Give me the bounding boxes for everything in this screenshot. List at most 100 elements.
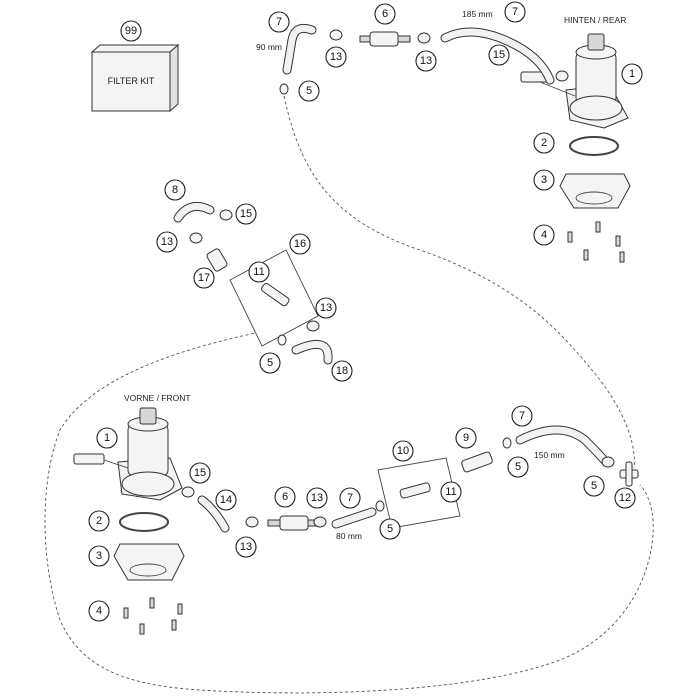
callout-5-bottom-text: 5 [387, 523, 393, 535]
callout-7-right: 7 [511, 405, 533, 427]
callout-17: 17 [193, 267, 215, 289]
callout-15-mid-text: 15 [240, 208, 252, 220]
clamp-13-mid [189, 232, 203, 244]
clamp-13-low [306, 320, 320, 332]
callout-14-text: 14 [220, 494, 232, 506]
front-o-ring [119, 512, 169, 532]
rear-fuel-pump [520, 33, 629, 129]
callout-2-rear-text: 2 [541, 137, 547, 149]
callout-8: 8 [164, 179, 186, 201]
clamp-15-mid [219, 209, 233, 221]
callout-7-bottom: 7 [339, 487, 361, 509]
filter-kit-box: FILTER KIT [90, 43, 180, 113]
rear-screws [567, 221, 625, 263]
callout-13-top-b-text: 13 [420, 55, 432, 67]
callout-4-front: 4 [88, 600, 110, 622]
callout-13-mid-text: 13 [161, 236, 173, 248]
callout-13-mid: 13 [156, 231, 178, 253]
rear-o-ring [569, 136, 619, 156]
callout-13-bottom-a: 13 [235, 536, 257, 558]
rear-label: HINTEN / REAR [564, 15, 626, 25]
callout-7-top-left-text: 7 [276, 16, 282, 28]
callout-14: 14 [215, 489, 237, 511]
fuel-line-dashed [283, 95, 635, 469]
filter-module-16 [229, 249, 319, 347]
callout-2-front: 2 [88, 510, 110, 532]
connector-9 [461, 451, 493, 473]
callout-18-text: 18 [336, 365, 348, 377]
clamp-13-bottom-b [313, 516, 327, 528]
callout-9-text: 9 [463, 432, 469, 444]
callout-7-right-text: 7 [519, 410, 525, 422]
callout-1-rear-text: 1 [629, 68, 635, 80]
callout-13-bottom-b: 13 [306, 487, 328, 509]
len-150mm-label: 150 mm [534, 450, 565, 460]
clamp-13a [329, 29, 343, 41]
callout-15-mid: 15 [235, 203, 257, 225]
callout-9: 9 [455, 427, 477, 449]
callout-13-low-text: 13 [320, 302, 332, 314]
filter-module-10 [377, 457, 461, 529]
callout-4-rear: 4 [533, 224, 555, 246]
callout-2-rear: 2 [533, 132, 555, 154]
tee-connector-12 [619, 461, 639, 487]
bottom-fuel-filter-6 [267, 515, 319, 531]
callout-11-bottom-text: 11 [445, 486, 456, 498]
top-fuel-filter-6 [359, 31, 411, 47]
callout-11-bottom: 11 [440, 481, 462, 503]
callout-6-bottom-text: 6 [282, 491, 288, 503]
front-pump-bracket [113, 543, 185, 581]
callout-11-mid-text: 11 [253, 266, 264, 278]
callout-5-top: 5 [298, 80, 320, 102]
clamp-15-front [181, 486, 195, 498]
callout-5-mid-text: 5 [267, 357, 273, 369]
fuel-line-dashed-front [44, 329, 654, 694]
callout-10: 10 [392, 440, 414, 462]
callout-2-front-text: 2 [96, 515, 102, 527]
callout-12: 12 [614, 487, 636, 509]
callout-99: 99 [120, 20, 142, 42]
filter-kit-label: FILTER KIT [108, 76, 155, 86]
callout-15-front-text: 15 [194, 467, 206, 479]
callout-10-text: 10 [397, 445, 409, 457]
front-fuel-pump [73, 407, 183, 501]
callout-17-text: 17 [198, 272, 210, 284]
front-label: VORNE / FRONT [124, 393, 191, 403]
callout-18: 18 [331, 360, 353, 382]
callout-3-rear: 3 [533, 169, 555, 191]
callout-3-front-text: 3 [96, 550, 102, 562]
callout-5-far-text: 5 [591, 480, 597, 492]
callout-5-mid: 5 [259, 352, 281, 374]
callout-5-right: 5 [507, 456, 529, 478]
end-cap-5-mid [277, 334, 287, 346]
callout-15-rear: 15 [488, 44, 510, 66]
callout-1-front-text: 1 [104, 432, 110, 444]
callout-13-bottom-b-text: 13 [311, 492, 323, 504]
clamp-13b [417, 32, 431, 44]
callout-16-text: 16 [294, 238, 306, 250]
callout-8-text: 8 [172, 184, 178, 196]
callout-5-top-text: 5 [306, 85, 312, 97]
callout-13-top-a: 13 [325, 46, 347, 68]
elbow-connector-17 [206, 248, 228, 272]
callout-13-low: 13 [315, 297, 337, 319]
callout-6-bottom: 6 [274, 486, 296, 508]
callout-99-text: 99 [125, 25, 137, 37]
callout-5-right-text: 5 [515, 461, 521, 473]
callout-13-bottom-a-text: 13 [240, 541, 252, 553]
callout-7-top-right: 7 [504, 1, 526, 23]
clamp-15-rear [555, 70, 569, 82]
front-screws [123, 597, 183, 635]
callout-5-bottom: 5 [379, 518, 401, 540]
callout-3-front: 3 [88, 545, 110, 567]
callout-13-top-a-text: 13 [330, 51, 342, 63]
callout-3-rear-text: 3 [541, 174, 547, 186]
end-cap-5-bottom [375, 500, 385, 512]
callout-4-front-text: 4 [96, 605, 102, 617]
callout-15-rear-text: 15 [493, 49, 505, 61]
len-90mm-label: 90 mm [256, 42, 282, 52]
callout-12-text: 12 [619, 492, 631, 504]
callout-1-front: 1 [96, 427, 118, 449]
callout-5-far: 5 [583, 475, 605, 497]
